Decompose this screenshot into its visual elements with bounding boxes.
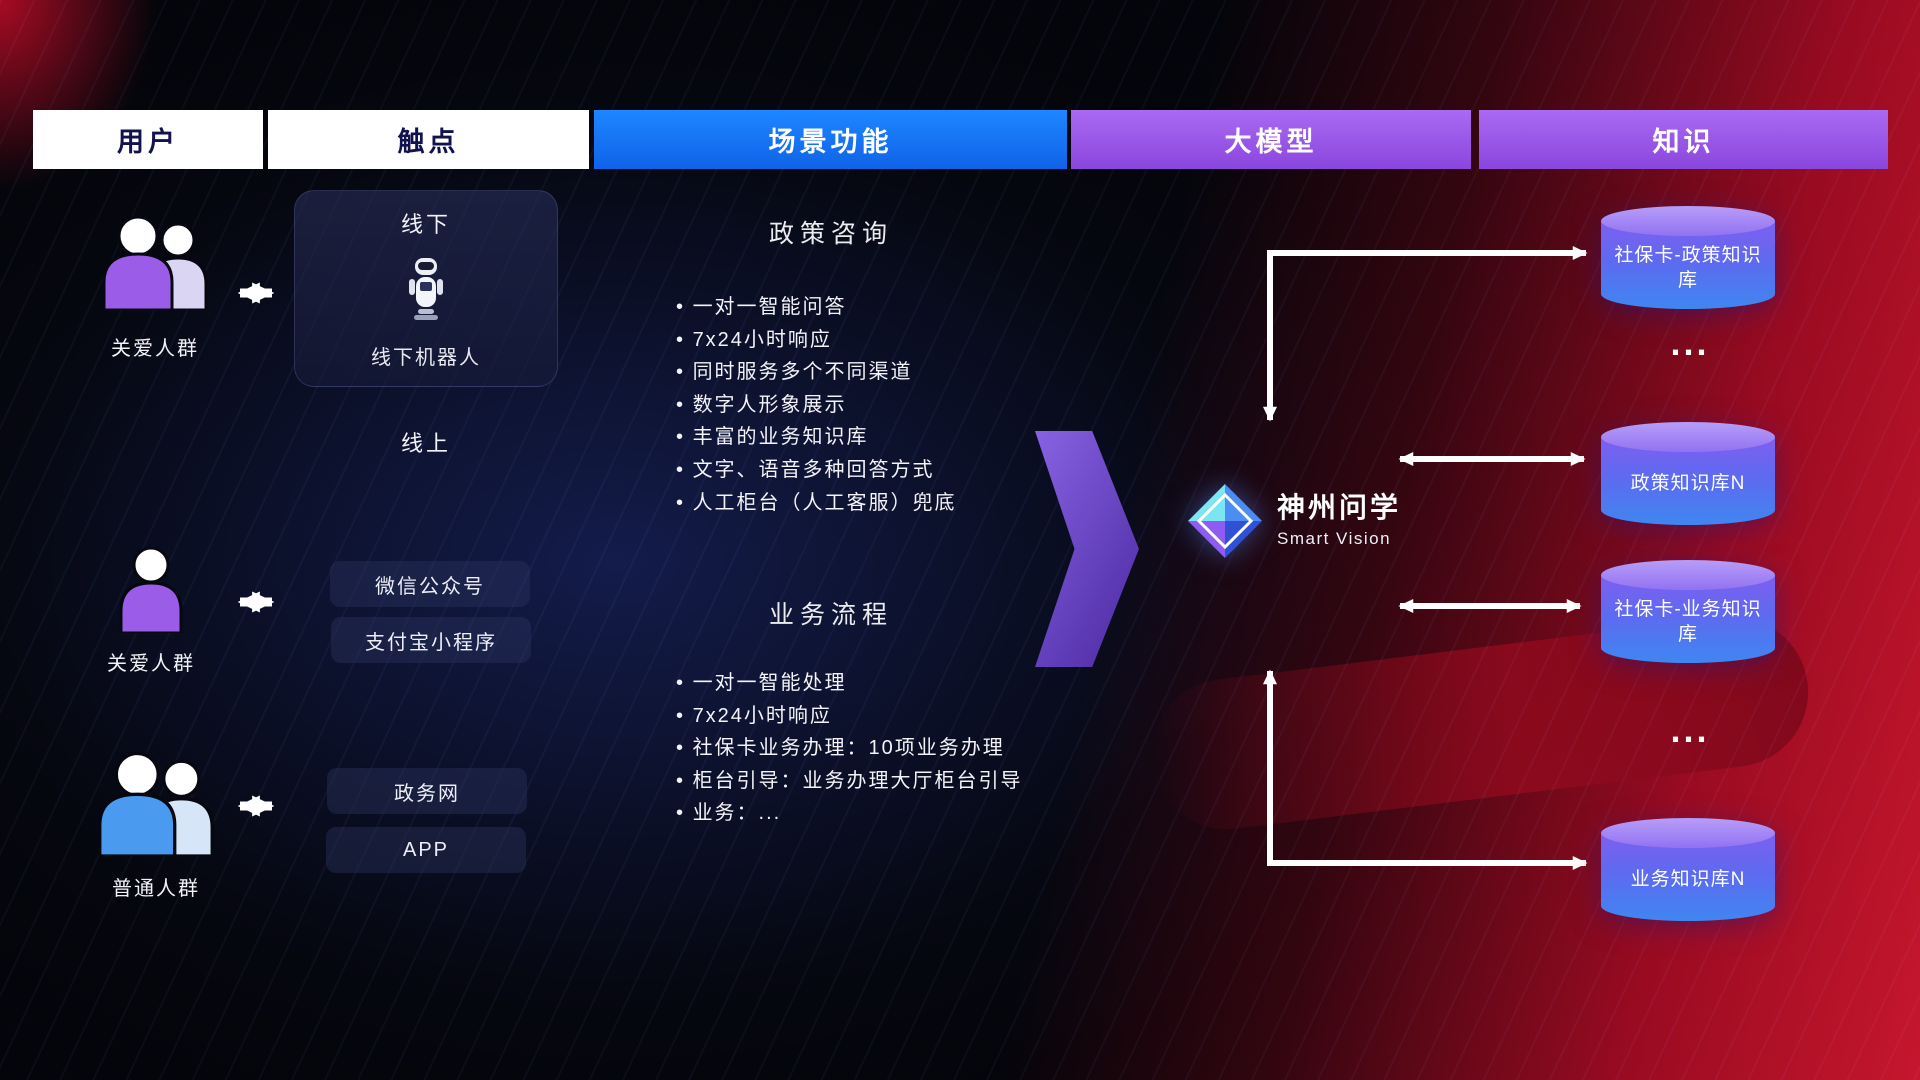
knowledge-ellipsis-1: ... [1670, 322, 1710, 363]
model-subtitle: Smart Vision [1277, 528, 1392, 548]
policy-bullet-item: 文字、语音多种回答方式 [676, 454, 986, 487]
header-model-label: 大模型 [1224, 127, 1318, 157]
knowledge-ellipsis-2: ... [1670, 709, 1710, 750]
knowledge-db-label: 业务知识库N [1630, 869, 1746, 891]
business-bullet-item: 业务：... [676, 797, 986, 830]
policy-bullet-item: 一对一智能问答 [676, 291, 986, 324]
user-group-care-1: 关爱人群 [90, 212, 220, 361]
robot-icon [409, 258, 443, 320]
header-cell-knowledge: 知识 [1479, 110, 1888, 169]
online-title: 线上 [400, 431, 451, 456]
knowledge-db-policy-sscard: 社保卡-政策知识库 [1601, 206, 1775, 309]
touchpoint-alipay: 支付宝小程序 [331, 617, 531, 663]
diamond-logo-icon [1188, 484, 1262, 558]
cylinder-top [1601, 818, 1775, 848]
policy-bullet-item: 人工柜台（人工客服）兜底 [676, 487, 986, 520]
policy-consult-section: 政策咨询 一对一智能问答7x24小时响应同时服务多个不同渠道数字人形象展示丰富的… [676, 214, 986, 519]
policy-bullet-item: 数字人形象展示 [676, 389, 986, 422]
policy-bullet-item: 7x24小时响应 [676, 324, 986, 357]
header-user-label: 用户 [117, 127, 179, 157]
policy-consult-list: 一对一智能问答7x24小时响应同时服务多个不同渠道数字人形象展示丰富的业务知识库… [676, 291, 986, 519]
business-bullet-item: 社保卡业务办理：10项业务办理 [676, 732, 1003, 765]
business-process-title: 业务流程 [768, 601, 893, 629]
header-cell-model: 大模型 [1071, 110, 1471, 169]
business-bullet-item: 一对一智能处理 [676, 667, 986, 700]
header-scenario-label: 场景功能 [768, 127, 893, 157]
policy-consult-title: 政策咨询 [768, 220, 893, 248]
offline-title: 线下 [400, 212, 451, 237]
cylinder-top [1601, 560, 1775, 590]
user-label: 关爱人群 [107, 653, 195, 675]
knowledge-db-label: 社保卡-政策知识库 [1614, 244, 1762, 291]
user-label: 关爱人群 [111, 338, 199, 360]
model-logo: 神州问学 Smart Vision [1185, 481, 1401, 561]
header-cell-scenario: 场景功能 [594, 110, 1067, 169]
group-people-purple-icon [102, 215, 208, 310]
person-purple-icon [119, 547, 183, 633]
user-group-ordinary: 普通人群 [83, 748, 229, 901]
model-name: 神州问学 [1277, 492, 1402, 524]
header-cell-touchpoint: 触点 [268, 110, 589, 169]
cylinder-top [1601, 206, 1775, 236]
policy-bullet-item: 丰富的业务知识库 [676, 421, 986, 454]
knowledge-db-label: 政策知识库N [1630, 473, 1746, 495]
group-people-blue-icon [98, 751, 214, 856]
touchpoint-gov-web: 政务网 [327, 768, 527, 814]
model-logo-text: 神州问学 Smart Vision [1277, 492, 1402, 549]
touchpoint-wechat: 微信公众号 [330, 561, 530, 607]
knowledge-db-business-sscard: 社保卡-业务知识库 [1601, 560, 1775, 663]
header-knowledge-label: 知识 [1652, 127, 1715, 157]
offline-touchpoint-card: 线下 线下机器人 [294, 190, 558, 387]
business-process-list: 一对一智能处理7x24小时响应社保卡业务办理：10项业务办理柜台引导：业务办理大… [676, 667, 1021, 830]
knowledge-db-label: 社保卡-业务知识库 [1614, 598, 1762, 645]
cylinder-top [1601, 422, 1775, 452]
user-label: 普通人群 [112, 878, 200, 900]
header-cell-user: 用户 [33, 110, 263, 169]
business-bullet-item: 7x24小时响应 [676, 700, 986, 733]
business-process-section: 业务流程 一对一智能处理7x24小时响应社保卡业务办理：10项业务办理柜台引导：… [676, 595, 1021, 830]
header-touchpoint-label: 触点 [397, 127, 460, 157]
policy-bullet-item: 同时服务多个不同渠道 [676, 356, 986, 389]
touchpoint-app: APP [326, 827, 526, 873]
user-group-care-2: 关爱人群 [91, 547, 211, 676]
offline-robot-label: 线下机器人 [371, 347, 481, 369]
knowledge-db-policy-n: 政策知识库N [1601, 422, 1775, 525]
knowledge-db-business-n: 业务知识库N [1601, 818, 1775, 921]
business-bullet-item: 柜台引导：业务办理大厅柜台引导 [676, 765, 1021, 798]
